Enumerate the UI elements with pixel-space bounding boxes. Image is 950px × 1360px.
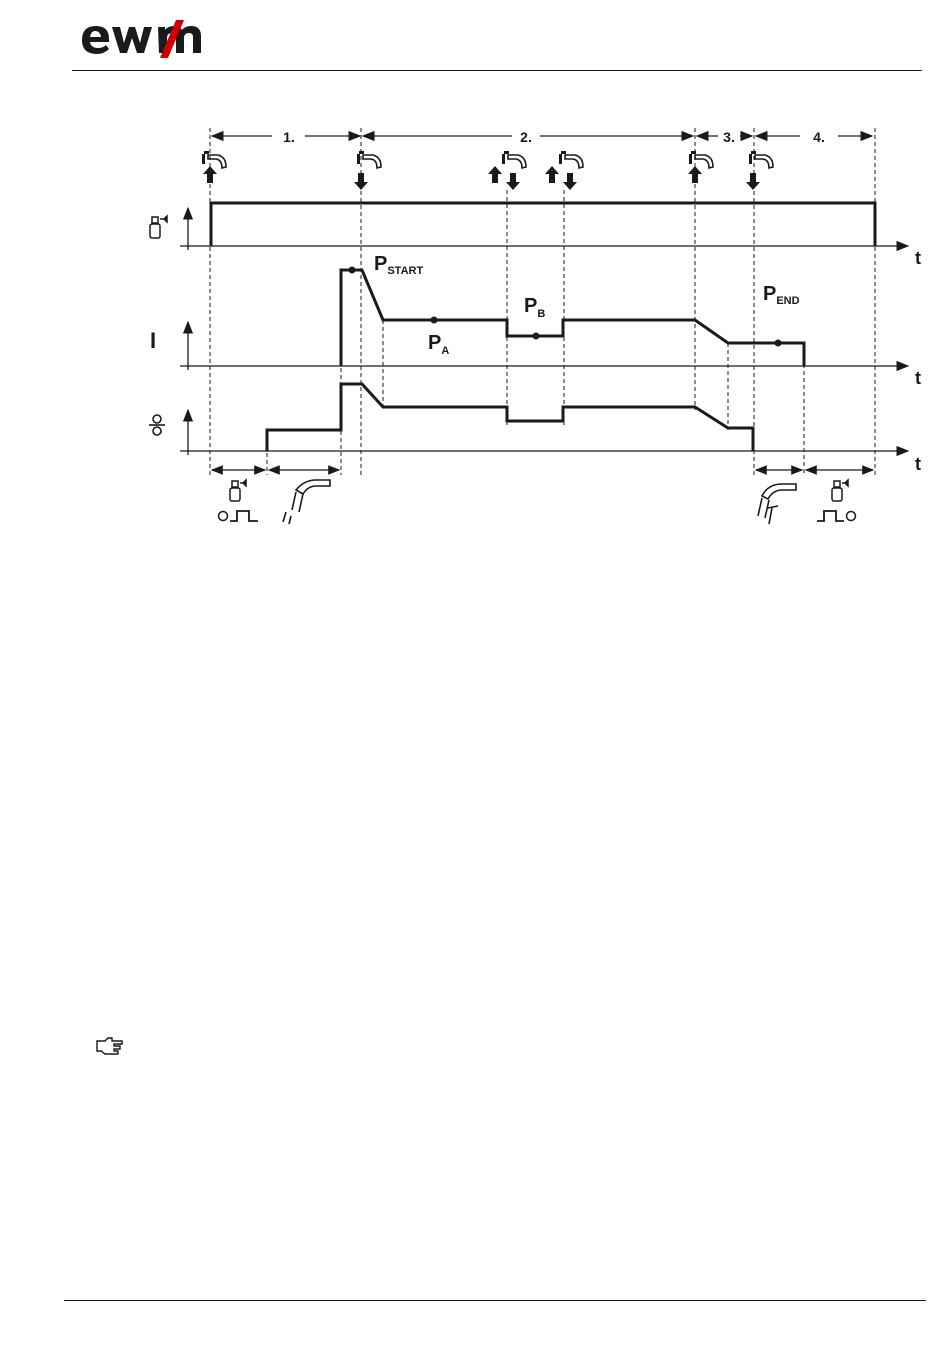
p-end-sub: END [776, 295, 799, 307]
wire-creep-speed-icon [283, 480, 330, 524]
p-end-marker [775, 340, 782, 347]
current-label: I [150, 328, 156, 353]
pointing-hand-icon [95, 1035, 125, 1057]
p-a-label: PA [428, 332, 449, 357]
p-start-sub: START [387, 265, 423, 277]
torch-trigger-1-press [202, 151, 226, 183]
p-start-marker [349, 267, 356, 274]
wire-t-label: t [915, 454, 921, 474]
phase-label-2: 2. [520, 129, 532, 145]
current-signal [341, 270, 804, 366]
p-b-sub: B [537, 308, 545, 320]
footer-rule [64, 1300, 926, 1301]
current-t-label: t [915, 368, 921, 388]
gas-signal [211, 203, 875, 246]
torch-trigger-3-press-release [488, 151, 526, 190]
p-start-label: PSTART [374, 253, 423, 277]
phase-label-1: 1. [283, 129, 295, 145]
p-a-main: P [428, 332, 441, 354]
p-a-sub: A [441, 345, 449, 357]
gas-t-label: t [915, 248, 921, 268]
p-end-main: P [763, 283, 776, 305]
burn-back-icon [758, 484, 796, 524]
torch-trigger-4-press-release [545, 151, 583, 190]
p-a-marker [431, 317, 438, 324]
wire-signal [267, 384, 753, 451]
p-b-main: P [524, 295, 537, 317]
welding-sequence-diagram: 1. 2. 3. 4. t [0, 0, 950, 560]
phase-label-3: 3. [723, 129, 735, 145]
gas-post-flow-time-icon [817, 480, 856, 521]
wire-feed-icon [149, 415, 165, 435]
torch-trigger-6-release [746, 151, 773, 190]
phase-label-4: 4. [813, 129, 825, 145]
torch-trigger-5-press [688, 151, 713, 183]
p-b-label: PB [524, 295, 545, 320]
torch-trigger-2-release [354, 151, 381, 190]
p-start-main: P [374, 253, 387, 275]
gas-cylinder-icon [150, 216, 167, 238]
gas-pre-flow-time-icon [219, 480, 259, 521]
p-b-marker [533, 333, 540, 340]
p-end-label: PEND [763, 283, 800, 307]
